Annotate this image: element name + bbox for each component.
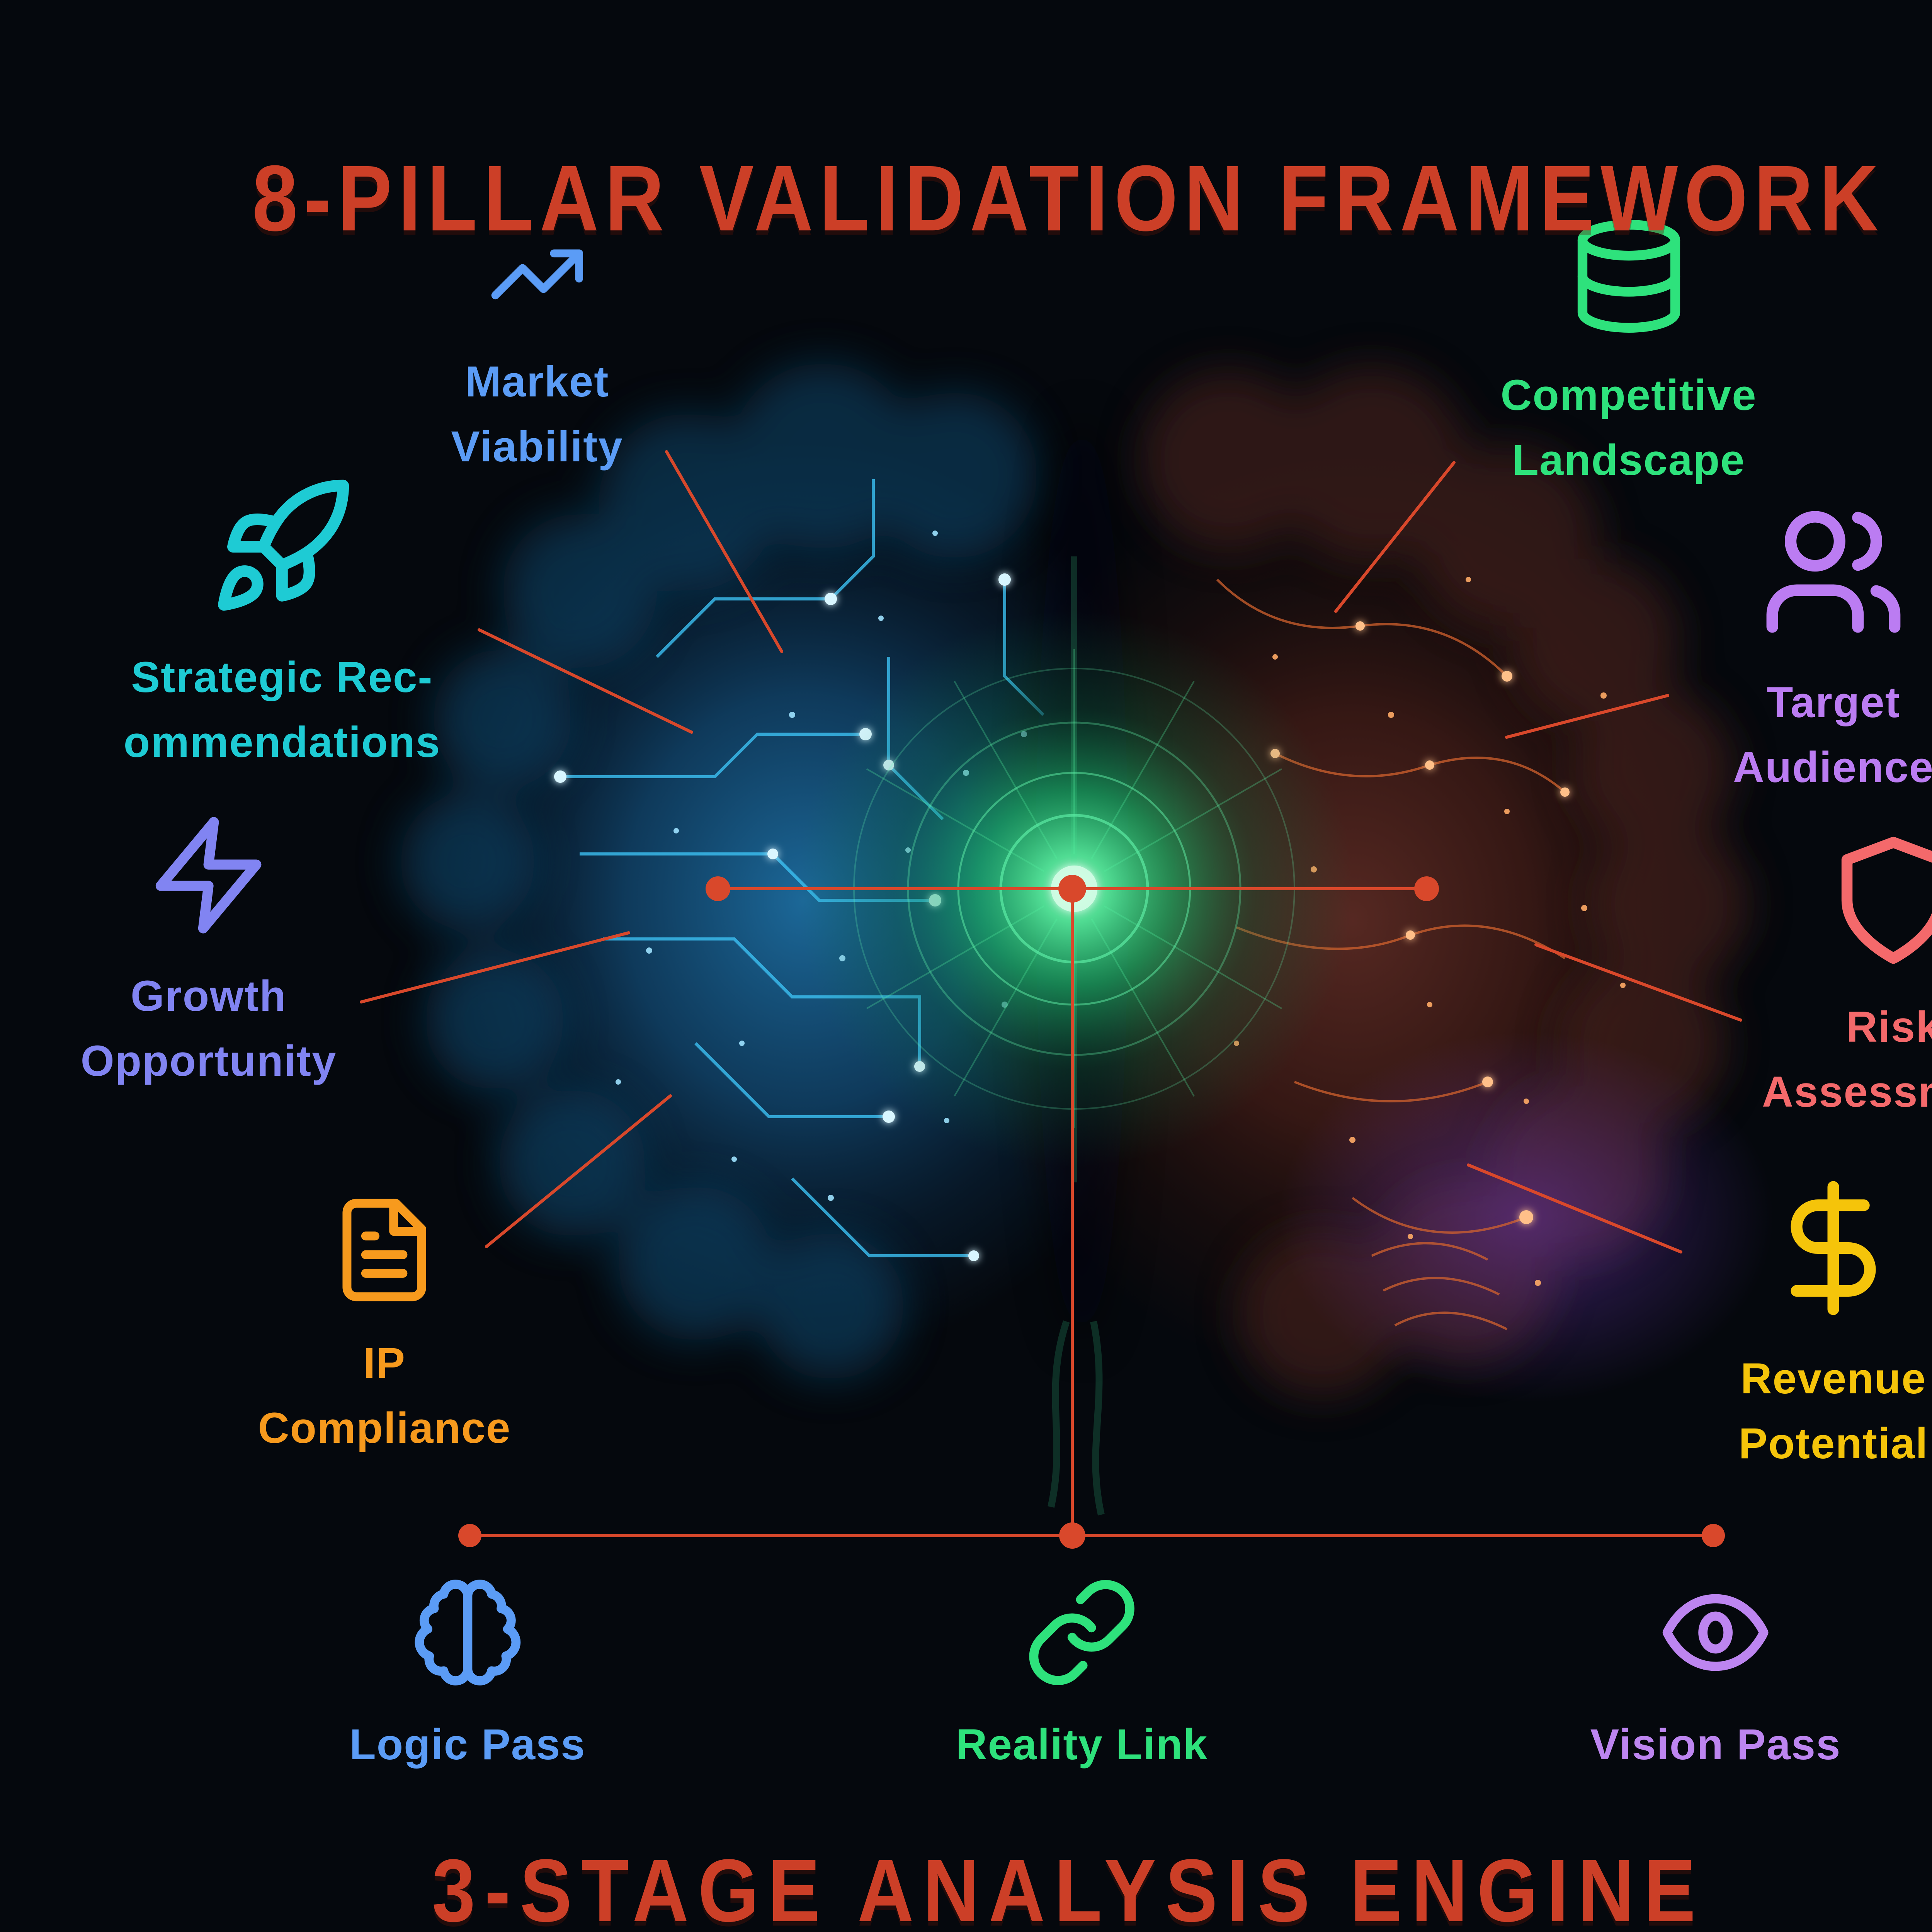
stage-vision-pass: Vision Pass xyxy=(1590,1575,1841,1777)
stage-label: Reality Link xyxy=(956,1720,1208,1769)
stage-label: Logic Pass xyxy=(349,1720,586,1769)
dollar-sign-icon xyxy=(1760,1175,1907,1321)
rocket-icon xyxy=(209,473,355,620)
stage-label: Vision Pass xyxy=(1590,1720,1841,1769)
brain-icon xyxy=(410,1575,526,1690)
pillar-strategic-recommendations: Strategic Rec-ommendations xyxy=(124,473,441,775)
shield-icon xyxy=(1824,831,1932,970)
users-icon xyxy=(1760,498,1907,645)
trending-up-icon xyxy=(487,224,587,325)
pillar-label: RiskAssessment xyxy=(1762,1003,1932,1116)
brain-stem xyxy=(1048,1320,1105,1515)
pillar-risk-assessment: RiskAssessment xyxy=(1762,831,1932,1124)
pillar-label: Strategic Rec-ommendations xyxy=(123,653,441,766)
stage-logic-pass: Logic Pass xyxy=(349,1575,585,1777)
link-icon xyxy=(1024,1575,1140,1690)
sparkles-right xyxy=(1234,577,1626,1286)
lightning-bolt-icon xyxy=(145,811,272,939)
bottom-title: 3-STAGE ANALYSIS ENGINE xyxy=(432,1840,1705,1932)
database-icon xyxy=(1567,214,1690,338)
connector-dots xyxy=(458,875,1725,1549)
page-title: 8-PILLAR VALIDATION FRAMEWORK xyxy=(252,146,1885,250)
eye-icon xyxy=(1658,1575,1774,1690)
stage-reality-link: Reality Link xyxy=(956,1575,1208,1777)
document-icon xyxy=(328,1194,440,1306)
